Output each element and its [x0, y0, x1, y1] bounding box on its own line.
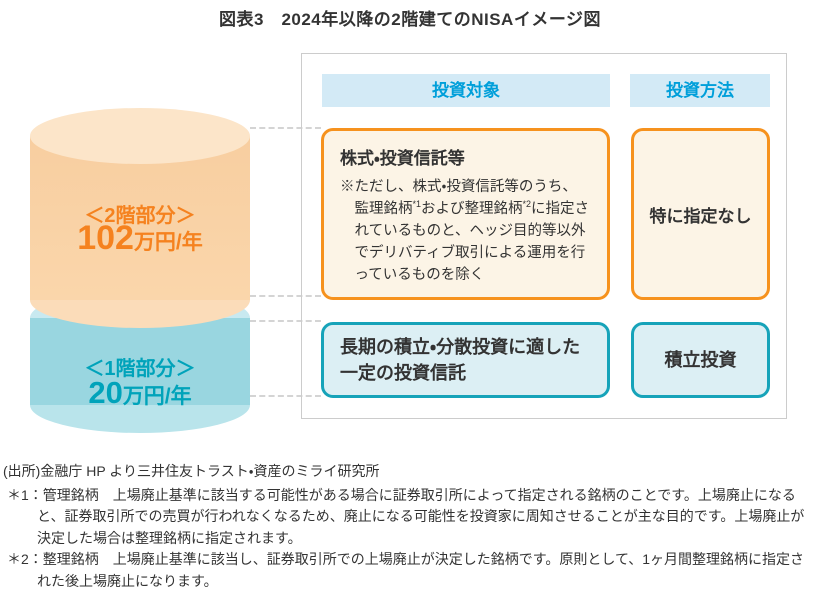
connector-dash-tier2-top [250, 127, 321, 129]
footnote-2: ＊2：整理銘柄 上場廃止基準に該当し、証券取引所での上場廃止が決定した銘柄です。… [7, 551, 805, 589]
connector-dash-tier1-top [250, 320, 321, 322]
tier2-label: ＜2階部分＞ [84, 205, 196, 227]
tier2-method-box: 特に指定なし [631, 128, 770, 300]
figure-title: 図表3 2024年以降の2階建てのNISAイメージ図 [218, 10, 601, 29]
connector-dash-tier2-bottom [250, 295, 321, 297]
column-header-investment-method: 投資方法 [630, 74, 770, 107]
tier2-cylinder-top-ellipse [30, 108, 250, 164]
tier2-target-box: 株式・投資信託等 ※ただし、株式・投資信託等のうち、監理銘柄*1および整理銘柄*… [321, 128, 610, 300]
tier1-method-box: 積立投資 [631, 322, 770, 398]
tier2-target-title: 株式・投資信託等 [340, 149, 465, 168]
tier1-amount-unit: 万円/年 [122, 385, 192, 408]
tier1-label: ＜1階部分＞ [84, 358, 196, 380]
note-segment: に指定されているものと、ヘッジ目的等以外でデリバティブ取引による運用を行っている… [354, 201, 590, 284]
tier1-amount-value: 20 [88, 375, 123, 410]
tier2-amount-unit: 万円/年 [133, 231, 203, 254]
note-segment: および整理銘柄 [421, 201, 523, 218]
tier1-amount: 20万円/年 [30, 377, 250, 410]
footnote-ref-2: *2 [522, 199, 532, 210]
tier1-target-text: 長期の積立・分散投資に適した一定の投資信託 [340, 336, 581, 383]
tier1-method-text: 積立投資 [664, 349, 737, 370]
connector-dash-tier1-bottom [250, 395, 321, 397]
note-segment: ※ただし、株式・投資信託等のうち、監理銘柄 [340, 179, 577, 218]
column-header-investment-target: 投資対象 [322, 74, 610, 107]
tier1-target-box: 長期の積立・分散投資に適した一定の投資信託 [321, 322, 610, 398]
tier2-amount: 102万円/年 [30, 221, 250, 256]
footnote-1: ＊1：管理銘柄 上場廃止基準に該当する可能性がある場合に証券取引所によって指定さ… [7, 486, 805, 546]
source-line: (出所)金融庁 HP より三井住友トラスト・資産のミライ研究所 [3, 463, 380, 479]
footer-notes: (出所)金融庁 HP より三井住友トラスト・資産のミライ研究所 ＊1：管理銘柄 … [3, 461, 816, 592]
tier2-method-text: 特に指定なし [649, 206, 752, 226]
detail-panel [301, 53, 787, 419]
tier1-cylinder-body [30, 318, 250, 405]
tier2-target-note: ※ただし、株式・投資信託等のうち、監理銘柄*1および整理銘柄*2に指定されている… [340, 176, 591, 286]
footnote-ref-1: *1 [412, 199, 422, 210]
tier2-amount-value: 102 [77, 219, 134, 257]
